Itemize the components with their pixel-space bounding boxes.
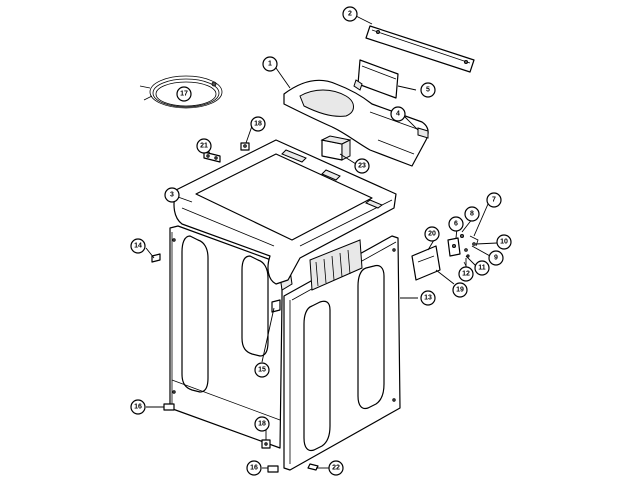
callout-16-left: 16 xyxy=(130,399,146,415)
svg-text:20: 20 xyxy=(428,231,436,238)
svg-text:1: 1 xyxy=(268,61,272,68)
control-bracket-part xyxy=(353,59,399,99)
control-console-part xyxy=(283,79,429,167)
wire-harness-part xyxy=(139,75,223,109)
svg-text:7: 7 xyxy=(492,197,496,204)
callout-7: 7 xyxy=(486,192,502,208)
callout-6: 6 xyxy=(448,216,464,232)
callout-16-bottom: 16 xyxy=(246,460,262,476)
callout-23: 23 xyxy=(354,158,370,174)
svg-text:4: 4 xyxy=(396,111,400,118)
svg-text:18: 18 xyxy=(254,121,262,128)
svg-text:18: 18 xyxy=(258,421,266,428)
console-bracket-part xyxy=(365,25,475,73)
callout-18-bottom: 18 xyxy=(254,416,270,432)
svg-text:11: 11 xyxy=(478,265,486,272)
callout-13: 13 xyxy=(420,290,436,306)
svg-text:14: 14 xyxy=(134,243,142,250)
callout-3: 3 xyxy=(164,187,180,203)
callout-4: 4 xyxy=(390,106,406,122)
svg-text:5: 5 xyxy=(426,87,430,94)
svg-text:22: 22 xyxy=(332,465,340,472)
callout-21: 21 xyxy=(196,138,212,154)
callout-12: 12 xyxy=(458,266,474,282)
relay-part xyxy=(320,135,352,161)
side-panel-part xyxy=(279,235,401,471)
svg-text:16: 16 xyxy=(250,465,258,472)
switch-part xyxy=(417,127,429,139)
callout-20: 20 xyxy=(424,226,440,242)
svg-text:13: 13 xyxy=(424,295,432,302)
cabinet-body-part xyxy=(169,225,283,449)
svg-text:12: 12 xyxy=(462,271,470,278)
callout-19: 19 xyxy=(452,282,468,298)
svg-text:8: 8 xyxy=(470,211,474,218)
svg-text:19: 19 xyxy=(456,287,464,294)
callout-14: 14 xyxy=(130,238,146,254)
screw-top-part xyxy=(240,142,250,151)
callout-11: 11 xyxy=(474,260,490,276)
svg-text:23: 23 xyxy=(358,163,366,170)
svg-text:15: 15 xyxy=(258,367,266,374)
top-cover-part xyxy=(173,139,397,285)
svg-text:16: 16 xyxy=(134,404,142,411)
callout-22: 22 xyxy=(328,460,344,476)
callout-10: 10 xyxy=(496,234,512,250)
svg-text:3: 3 xyxy=(170,192,174,199)
svg-text:9: 9 xyxy=(494,255,498,262)
callout-18-top: 18 xyxy=(250,116,266,132)
callout-15: 15 xyxy=(254,362,270,378)
callout-2: 2 xyxy=(342,6,358,22)
svg-text:21: 21 xyxy=(200,143,208,150)
clip-part xyxy=(203,151,221,163)
callout-8: 8 xyxy=(464,206,480,222)
callout-1: 1 xyxy=(262,56,278,72)
callout-17: 17 xyxy=(176,86,192,102)
svg-text:10: 10 xyxy=(500,239,508,246)
callout-5: 5 xyxy=(420,82,436,98)
callout-9: 9 xyxy=(488,250,504,266)
svg-text:17: 17 xyxy=(180,91,188,98)
svg-text:6: 6 xyxy=(454,221,458,228)
svg-text:2: 2 xyxy=(348,11,352,18)
